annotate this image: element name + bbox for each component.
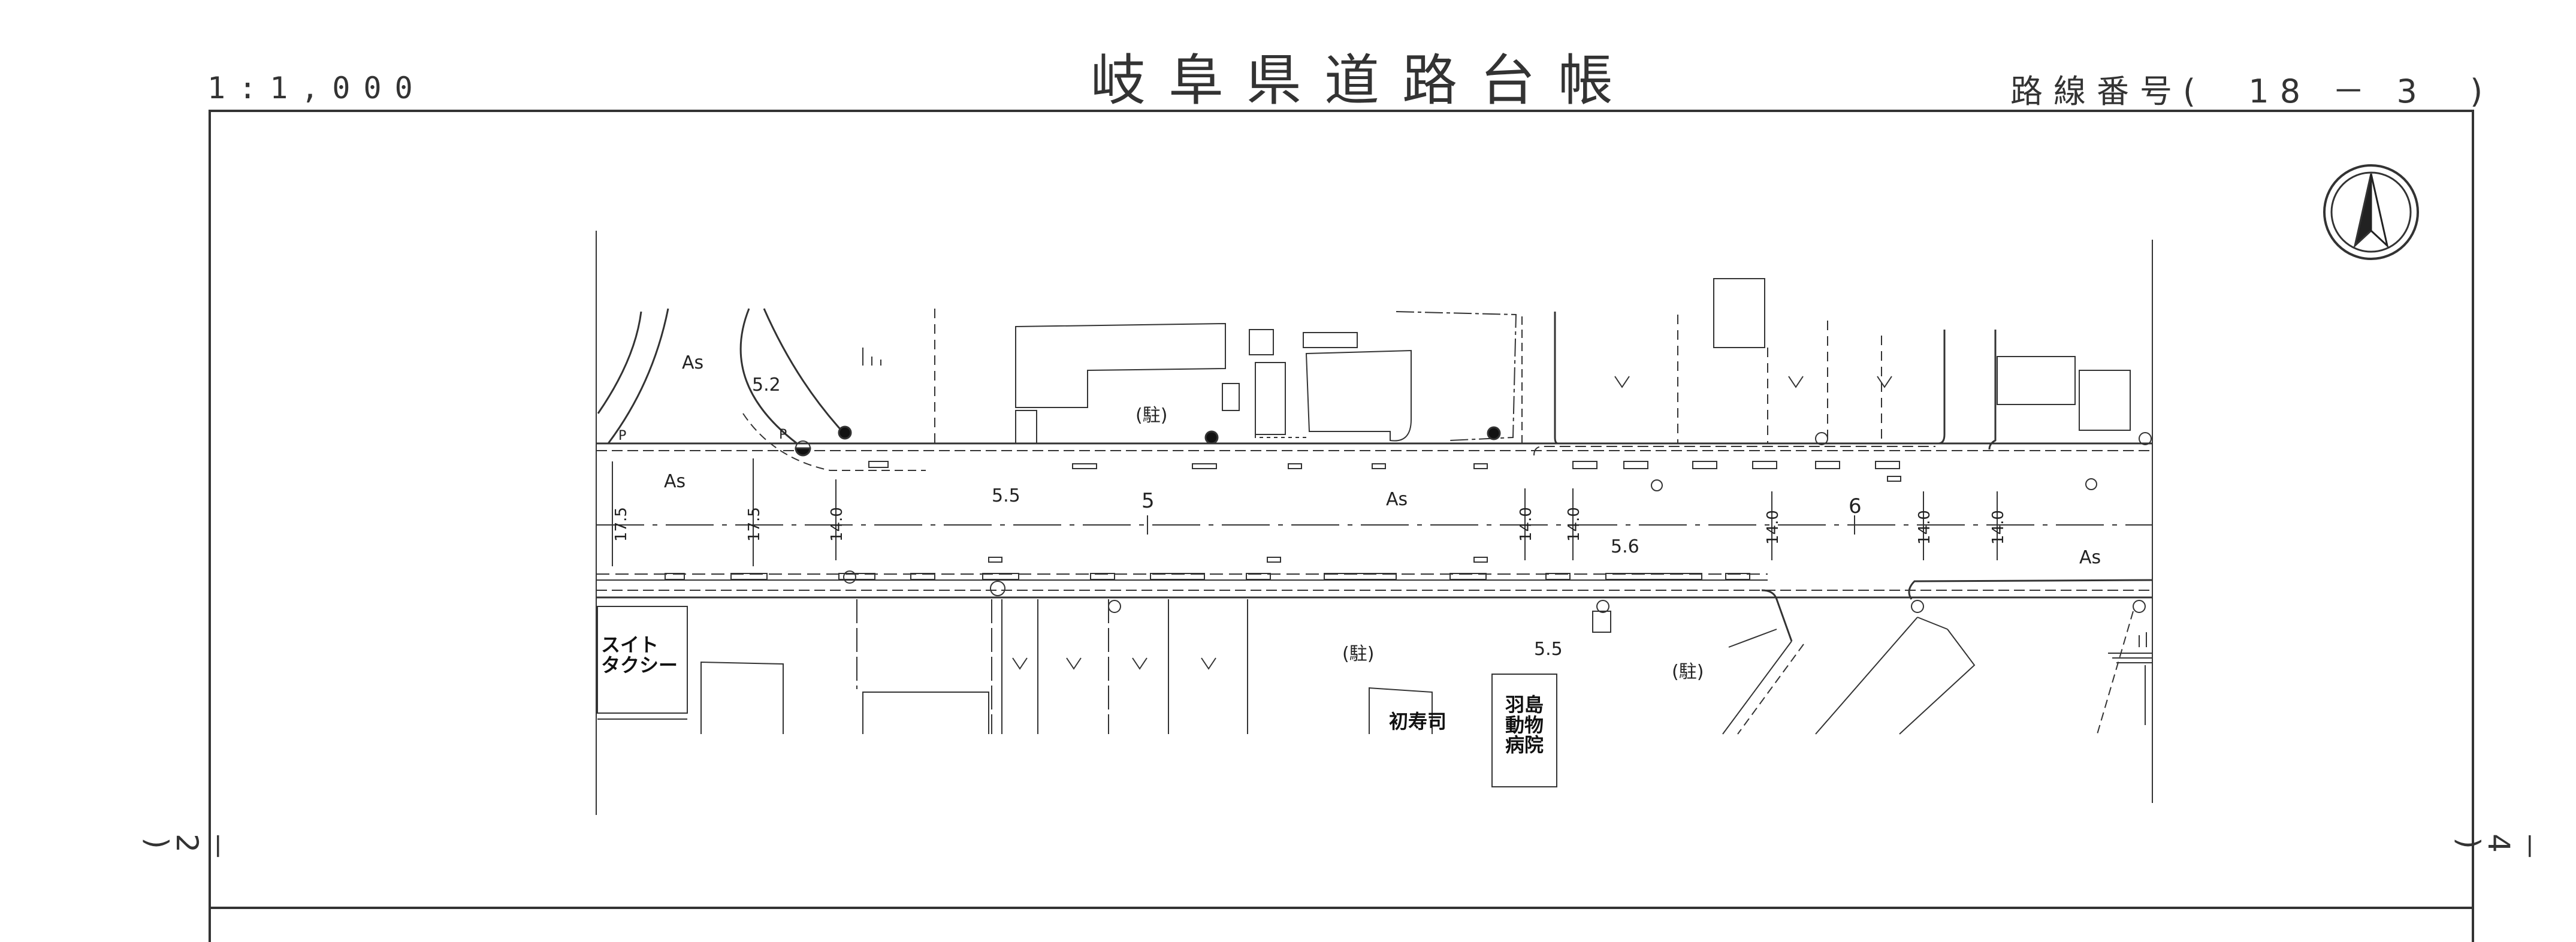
width-label: 6	[1849, 494, 1862, 518]
vertical-width-label: 14.0	[1565, 507, 1583, 542]
width-label: 5.5	[1534, 639, 1563, 660]
width-ticks	[612, 458, 1998, 566]
width-label: 5.5	[992, 485, 1020, 506]
scale-label: 1:1,000	[207, 71, 426, 105]
animal-hospital-label: 羽島 動物 病院	[1505, 695, 1544, 756]
width-label: 5.6	[1611, 536, 1639, 557]
vertical-width-label: 14.0	[1763, 510, 1782, 545]
road-edges	[596, 312, 2153, 642]
north-arrow-icon	[2323, 164, 2419, 260]
route-number-label: 路線番号( 18 － 3 )	[2010, 65, 2493, 112]
vet-line-1: 羽島	[1505, 693, 1544, 716]
sheet-title: 岐阜県道路台帳	[1091, 49, 1636, 113]
north-lot-lines	[934, 309, 1882, 443]
width-label: 5	[1141, 489, 1155, 513]
width-label: 5.2	[752, 375, 781, 395]
taxi-line-2: タクシー	[601, 653, 678, 677]
parking-label: (駐)	[1342, 644, 1375, 665]
utility-markers	[795, 425, 2152, 633]
vet-line-2: 動物	[1505, 713, 1544, 736]
route-number-value: ( 18 － 3 )	[2183, 73, 2494, 110]
p-mark: P	[618, 428, 627, 443]
taxi-company-label: スイト タクシー	[601, 635, 678, 675]
curb-marks	[665, 461, 1900, 580]
north-buildings	[1015, 278, 2131, 444]
vertical-width-label: 14.0	[1517, 507, 1535, 542]
taxi-line-1: スイト	[601, 633, 659, 656]
vertical-width-label: 14.0	[1915, 510, 1934, 545]
p-mark: P	[779, 427, 787, 442]
south-buildings	[597, 606, 1557, 787]
surface-label: As	[664, 471, 686, 492]
vertical-width-label: 14.0	[1989, 510, 2007, 545]
sushi-restaurant-label: 初寿司	[1389, 710, 1447, 733]
vertical-width-label: 17.5	[745, 507, 763, 542]
parking-label: (駐)	[1672, 662, 1704, 683]
left-side-roads	[597, 308, 926, 471]
vertical-width-label: 14.0	[828, 507, 846, 542]
surface-label: As	[1386, 489, 1408, 510]
route-label-text: 路線番号	[2010, 73, 2183, 110]
parking-label: (駐)	[1136, 405, 1168, 426]
vet-line-3: 病院	[1505, 733, 1544, 757]
south-lot-lines	[856, 599, 2134, 735]
map-frame	[209, 110, 2474, 909]
surface-label: As	[2079, 547, 2101, 568]
vegetation-symbols	[862, 348, 2147, 670]
vertical-width-label: 17.5	[612, 507, 630, 542]
stairs-symbol	[2108, 653, 2152, 725]
surface-label: As	[682, 352, 704, 373]
